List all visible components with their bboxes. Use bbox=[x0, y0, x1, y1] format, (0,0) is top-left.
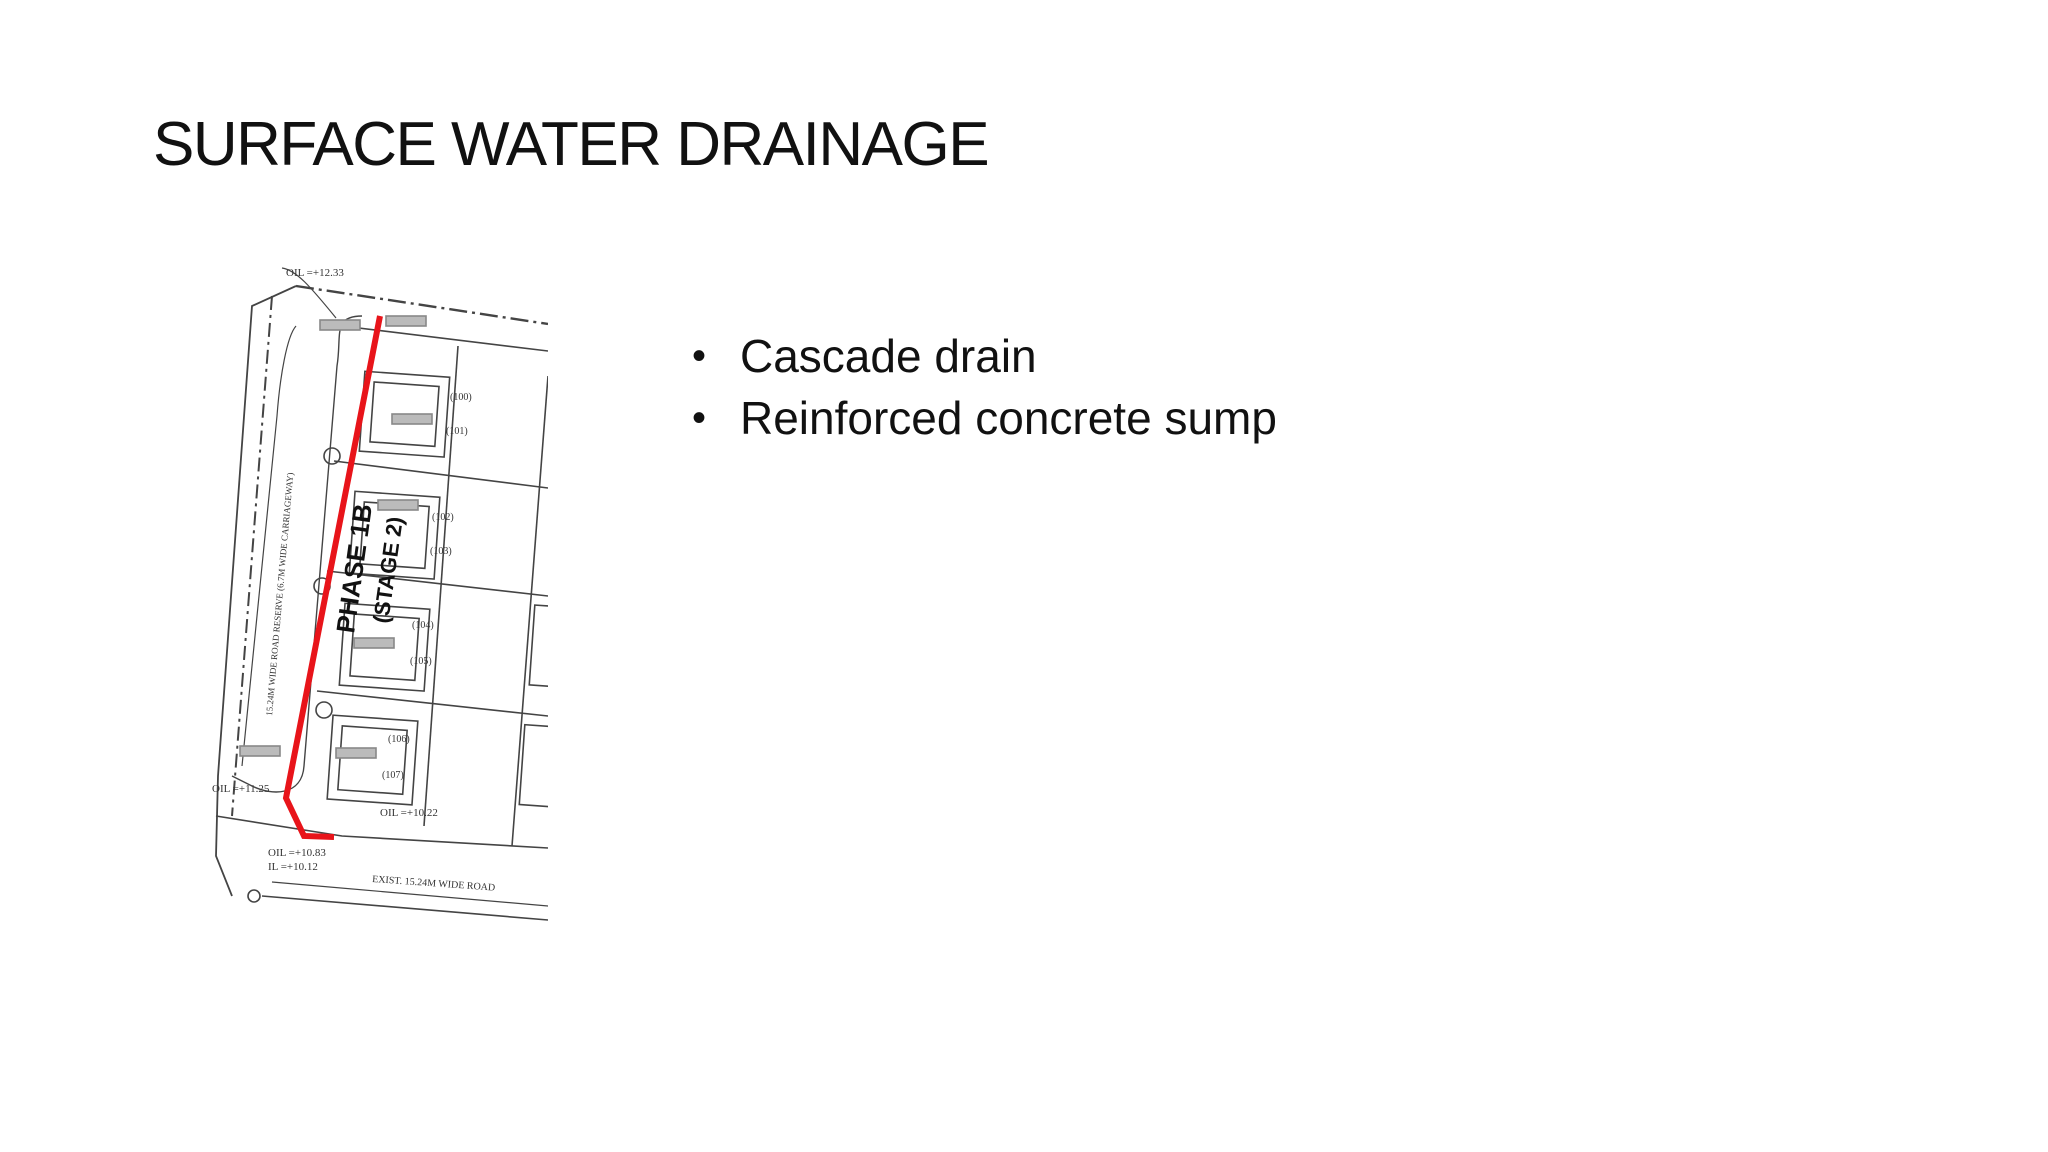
lot-label-107: (107) bbox=[382, 770, 404, 781]
house-block-right-2 bbox=[528, 604, 548, 688]
house-inner-100 bbox=[369, 381, 440, 448]
lot-label-103: (103) bbox=[430, 546, 452, 557]
road-reserve-label: 15.24M WIDE ROAD RESERVE (6.7M WIDE CARR… bbox=[264, 472, 295, 716]
level-tag bbox=[239, 745, 281, 757]
level-label-top: OIL =+12.33 bbox=[286, 267, 344, 279]
level-tag bbox=[377, 499, 419, 511]
lot-label-106: (106) bbox=[388, 734, 410, 745]
site-plan-drawing: OIL =+12.33 OIL =+11.25 OIL =+10.22 OIL … bbox=[212, 256, 548, 924]
level-label-mid-bottom: OIL =+10.22 bbox=[380, 807, 438, 819]
lot-divider-v2 bbox=[511, 375, 548, 847]
lot-line-2 bbox=[333, 460, 548, 489]
lot-label-100: (100) bbox=[450, 392, 472, 403]
bullet-list: • Cascade drain • Reinforced concrete su… bbox=[692, 325, 1277, 449]
bullet-text: Reinforced concrete sump bbox=[740, 392, 1277, 444]
bullet-text: Cascade drain bbox=[740, 330, 1037, 382]
house-block-right bbox=[518, 723, 548, 809]
house-block-106 bbox=[326, 714, 419, 806]
bullet-dot: • bbox=[692, 396, 707, 440]
level-tag bbox=[385, 315, 427, 327]
manhole bbox=[315, 701, 333, 719]
level-tag bbox=[353, 637, 395, 649]
manhole bbox=[247, 889, 261, 903]
bullet-item: • Reinforced concrete sump bbox=[692, 387, 1277, 449]
road-bottom-edge bbox=[215, 815, 548, 849]
lot-label-105: (105) bbox=[410, 656, 432, 667]
lot-label-102: (102) bbox=[432, 512, 454, 523]
level-tag bbox=[319, 319, 361, 331]
level-tag bbox=[391, 413, 433, 425]
bullet-dot: • bbox=[692, 334, 707, 378]
callout-leader-top bbox=[281, 267, 337, 319]
road-inner-curve bbox=[241, 325, 297, 767]
site-plan-svg: OIL =+12.33 OIL =+11.25 OIL =+10.22 OIL … bbox=[212, 267, 548, 921]
lot-divider-v1 bbox=[423, 345, 459, 827]
house-inner-104 bbox=[349, 613, 421, 682]
level-label-bottom-oil: OIL =+10.83 bbox=[268, 847, 326, 859]
house-block-104 bbox=[338, 602, 431, 692]
cascade-drain-line bbox=[282, 315, 383, 840]
road-reserve-line bbox=[231, 295, 273, 817]
bullet-item: • Cascade drain bbox=[692, 325, 1277, 387]
exist-road-label: EXIST. 15.24M WIDE ROAD bbox=[372, 874, 496, 894]
house-block-102 bbox=[348, 490, 441, 580]
exist-road-inner bbox=[271, 881, 548, 907]
site-boundary-left bbox=[215, 285, 297, 897]
slide-title: SURFACE WATER DRAINAGE bbox=[153, 110, 990, 179]
site-boundary-top bbox=[295, 284, 548, 326]
level-tag bbox=[335, 747, 377, 759]
manhole bbox=[323, 447, 341, 465]
level-label-bottom-il: IL =+10.12 bbox=[268, 861, 318, 873]
lot-label-101: (101) bbox=[446, 426, 468, 437]
lot-label-104: (104) bbox=[412, 620, 434, 631]
exist-road-edge bbox=[261, 895, 548, 921]
level-label-left-bottom: OIL =+11.25 bbox=[212, 783, 270, 795]
lot-line-3 bbox=[326, 570, 548, 597]
